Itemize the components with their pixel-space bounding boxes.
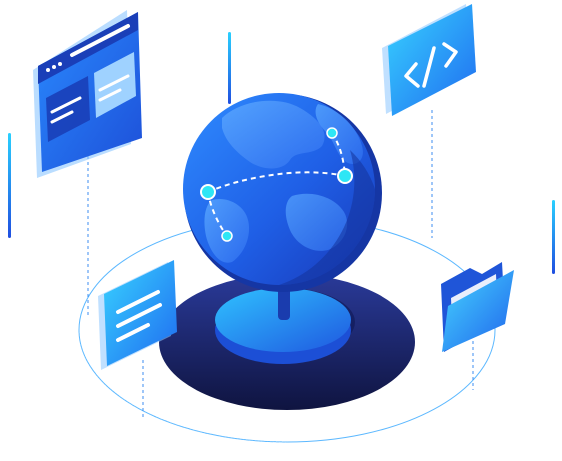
accent-line — [228, 32, 231, 104]
code-brackets-icon — [404, 42, 458, 88]
document-card — [98, 260, 177, 370]
continent-shape — [222, 100, 325, 169]
route-point — [326, 127, 338, 139]
globe-base — [159, 274, 415, 410]
route-point — [337, 168, 353, 184]
continent-shape — [315, 104, 363, 165]
route-point — [200, 184, 216, 200]
browser-window-icon — [33, 10, 142, 178]
accent-line — [8, 133, 11, 238]
route-point — [221, 230, 233, 242]
document-lines-icon — [116, 290, 162, 342]
folder-icon — [441, 262, 514, 352]
accent-lines — [8, 32, 555, 274]
route-path — [207, 171, 346, 193]
folder-front — [442, 270, 514, 352]
connector-lines — [87, 110, 474, 418]
browser-panel — [46, 76, 90, 142]
address-bar — [70, 24, 130, 57]
code-card — [382, 4, 476, 116]
continent-shape — [285, 193, 348, 251]
globe-icon — [183, 93, 382, 292]
accent-line — [552, 200, 555, 274]
browser-panel — [94, 52, 136, 118]
